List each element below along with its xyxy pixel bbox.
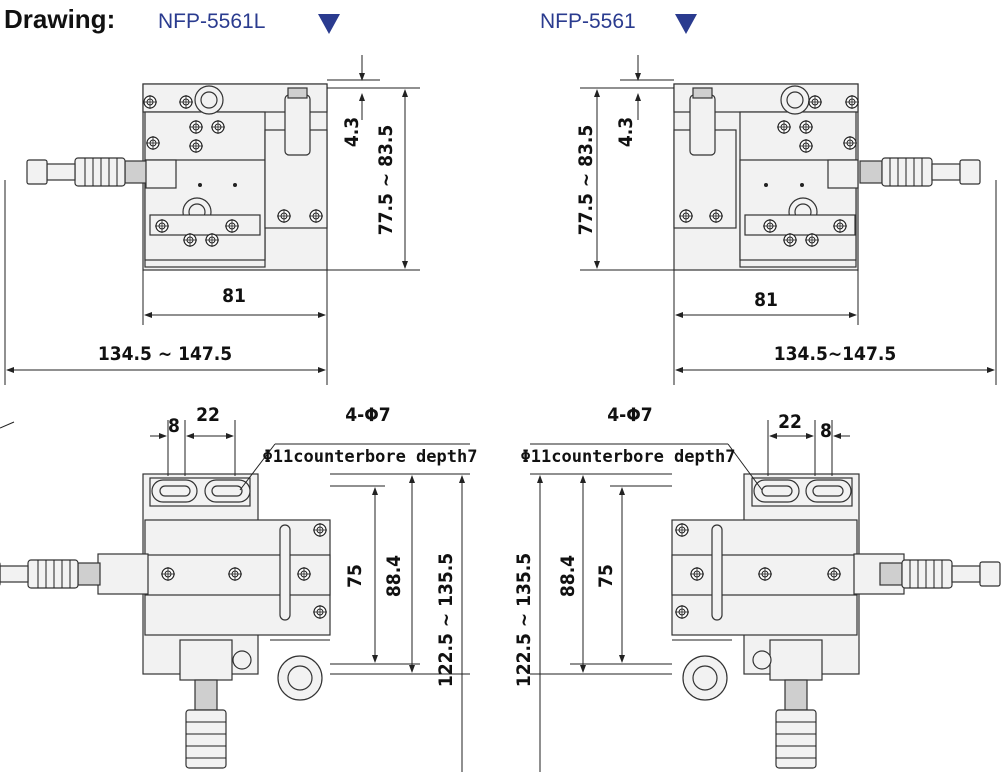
dim-offset-right: 4.3 [615, 117, 637, 147]
slot-dim-a-right: 8 [820, 420, 832, 442]
dim-75-left: 75 [344, 564, 366, 588]
dim-75-right: 75 [595, 564, 617, 588]
dim-height-right: 77.5 ~ 83.5 [575, 125, 597, 236]
dim-total-bottom-right: 122.5 ~ 135.5 [513, 553, 535, 687]
dropdown-triangle-icon [675, 14, 697, 34]
slot-dim-a-left: 8 [168, 415, 180, 437]
counterbore-left: Φ11counterbore depth7 [263, 447, 478, 467]
dim-88-right: 88.4 [557, 555, 579, 597]
top-right-view: 81 134.5~147.5 77.5 ~ 83.5 4.3 [575, 55, 997, 385]
top-left-view: 81 134.5 ~ 147.5 77.5 ~ 83.5 4.3 [4, 55, 420, 385]
dim-88-left: 88.4 [383, 555, 405, 597]
dim-total-left: 134.5 ~ 147.5 [98, 343, 232, 365]
dim-width-right: 81 [754, 289, 778, 311]
counterbore-right: Φ11counterbore depth7 [521, 447, 736, 467]
dim-width-left: 81 [222, 285, 246, 307]
dim-total-right: 134.5~147.5 [774, 343, 896, 365]
holes-left: 4-Φ7 [345, 404, 390, 426]
slot-dim-b-left: 22 [196, 404, 220, 426]
dim-total-bottom-left: 122.5 ~ 135.5 [435, 553, 457, 687]
bottom-left-view: 8 22 4-Φ7 Φ11counterbore depth7 75 88.4 … [0, 404, 477, 772]
bottom-right-view: 8 22 4-Φ7 Φ11counterbore depth7 75 88.4 … [513, 404, 1001, 772]
dim-offset-left: 4.3 [341, 117, 363, 147]
dim-height-left: 77.5 ~ 83.5 [375, 125, 397, 236]
drawing-title: Drawing: [4, 4, 116, 34]
dropdown-triangle-icon [318, 14, 340, 34]
holes-right: 4-Φ7 [607, 404, 652, 426]
model-label-right: NFP-5561 [540, 10, 636, 33]
slot-dim-b-right: 22 [778, 411, 802, 433]
model-label-left: NFP-5561L [158, 10, 266, 33]
